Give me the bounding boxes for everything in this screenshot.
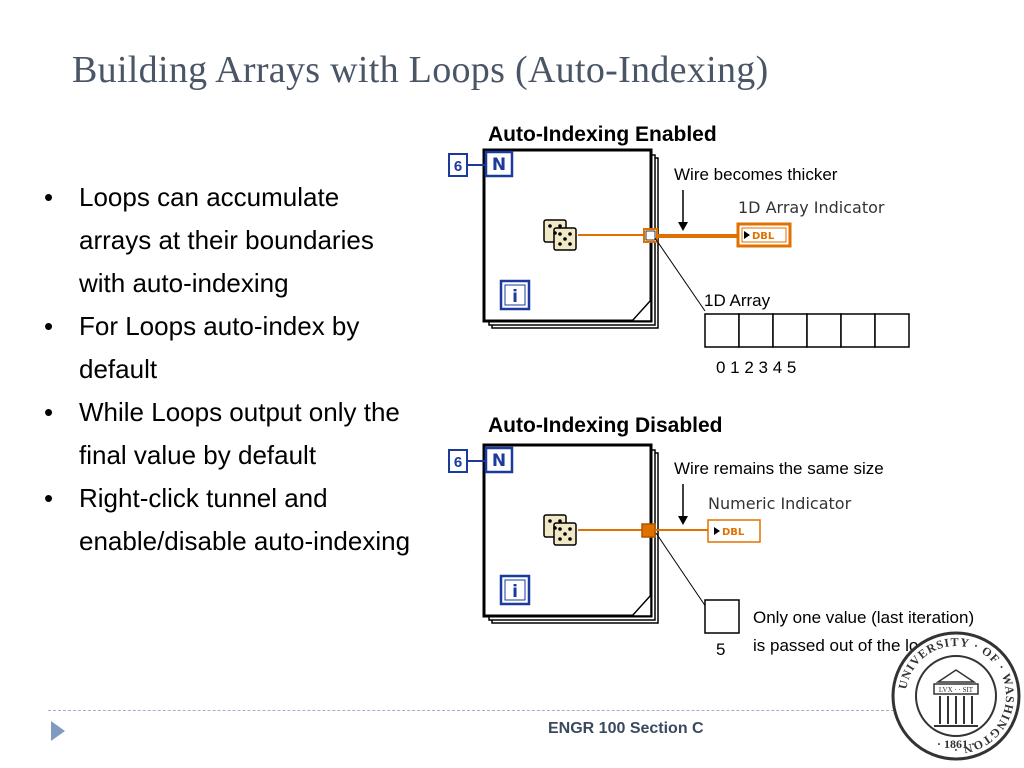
disabled-section: Auto-Indexing Disabled 6 N i [448, 414, 974, 659]
disabled-heading: Auto-Indexing Disabled [488, 414, 723, 437]
indicator-label-enabled: 1D Array Indicator [738, 198, 885, 217]
bullet-text: Loops can accumulate arrays at their bou… [79, 182, 374, 298]
scalar-tunnel[interactable] [641, 523, 656, 538]
iteration-terminal-enabled: i [499, 279, 531, 311]
enabled-section: Auto-Indexing Enabled 6 N i [448, 123, 910, 377]
footer-text: ENGR 100 Section C [548, 720, 704, 737]
array-cells [704, 313, 910, 348]
bullet-marker: • [44, 182, 54, 212]
iteration-terminal-disabled: i [499, 574, 531, 606]
iteration-terminal-label-disabled: i [512, 582, 518, 602]
callout-line-disabled [655, 532, 707, 608]
bullet-text: For Loops auto-index by default [79, 311, 360, 384]
count-terminal-label-enabled: N [492, 155, 506, 175]
random-number-icon [543, 514, 577, 546]
arrow-down-icon [678, 484, 688, 525]
wire-note-disabled: Wire remains the same size [674, 459, 884, 478]
callout-line-enabled [654, 237, 706, 312]
indicator-type-enabled: DBL [752, 231, 775, 242]
iteration-terminal-label-enabled: i [512, 287, 518, 307]
indicator-label-disabled: Numeric Indicator [708, 494, 852, 513]
bullet-item: • While Loops output only the final valu… [44, 391, 414, 477]
single-value-cell [704, 599, 740, 634]
bullet-item: • For Loops auto-index by default [44, 305, 414, 391]
svg-text:· 1861 ·: · 1861 · [937, 737, 975, 751]
indicator-type-disabled: DBL [722, 527, 745, 538]
university-seal: UNIVERSITY · OF · WASHINGTON · LVX · · S… [891, 631, 1021, 761]
array-indicator-terminal: DBL [736, 222, 792, 248]
numeric-indicator-terminal: DBL [707, 519, 761, 543]
footer-divider [48, 710, 894, 711]
bullet-text: While Loops output only the final value … [79, 397, 400, 470]
count-terminal-enabled[interactable]: 6 N [448, 150, 514, 178]
bullet-marker: • [44, 311, 54, 341]
bullet-item: • Right-click tunnel and enable/disable … [44, 477, 414, 563]
value-note-line2: is passed out of the loop [753, 636, 937, 655]
random-number-icon [543, 219, 577, 251]
arrow-down-icon [678, 190, 688, 231]
slide-title: Building Arrays with Loops (Auto-Indexin… [72, 49, 769, 91]
bullet-marker: • [44, 483, 54, 513]
auto-index-tunnel[interactable] [643, 228, 658, 243]
count-terminal-label-disabled: N [492, 451, 506, 471]
enabled-heading: Auto-Indexing Enabled [488, 123, 717, 146]
triangle-right-icon [51, 721, 65, 741]
bullet-marker: • [44, 397, 54, 427]
svg-text:LVX · · SIT: LVX · · SIT [939, 686, 974, 694]
bullet-text: Right-click tunnel and enable/disable au… [79, 483, 411, 556]
bullet-item: • Loops can accumulate arrays at their b… [44, 176, 414, 305]
count-value-enabled: 6 [454, 158, 462, 175]
auto-indexing-diagram: Auto-Indexing Enabled 6 N i [448, 123, 974, 659]
bullet-list: • Loops can accumulate arrays at their b… [44, 176, 414, 563]
wire-note-enabled: Wire becomes thicker [674, 165, 838, 184]
array-label: 1D Array [704, 291, 771, 310]
count-value-disabled: 6 [454, 454, 462, 471]
value-index-label: 5 [716, 640, 725, 659]
value-note-line1: Only one value (last iteration) [753, 608, 974, 627]
count-terminal-disabled[interactable]: 6 N [448, 446, 514, 474]
array-index-labels: 0 1 2 3 4 5 [716, 358, 796, 377]
